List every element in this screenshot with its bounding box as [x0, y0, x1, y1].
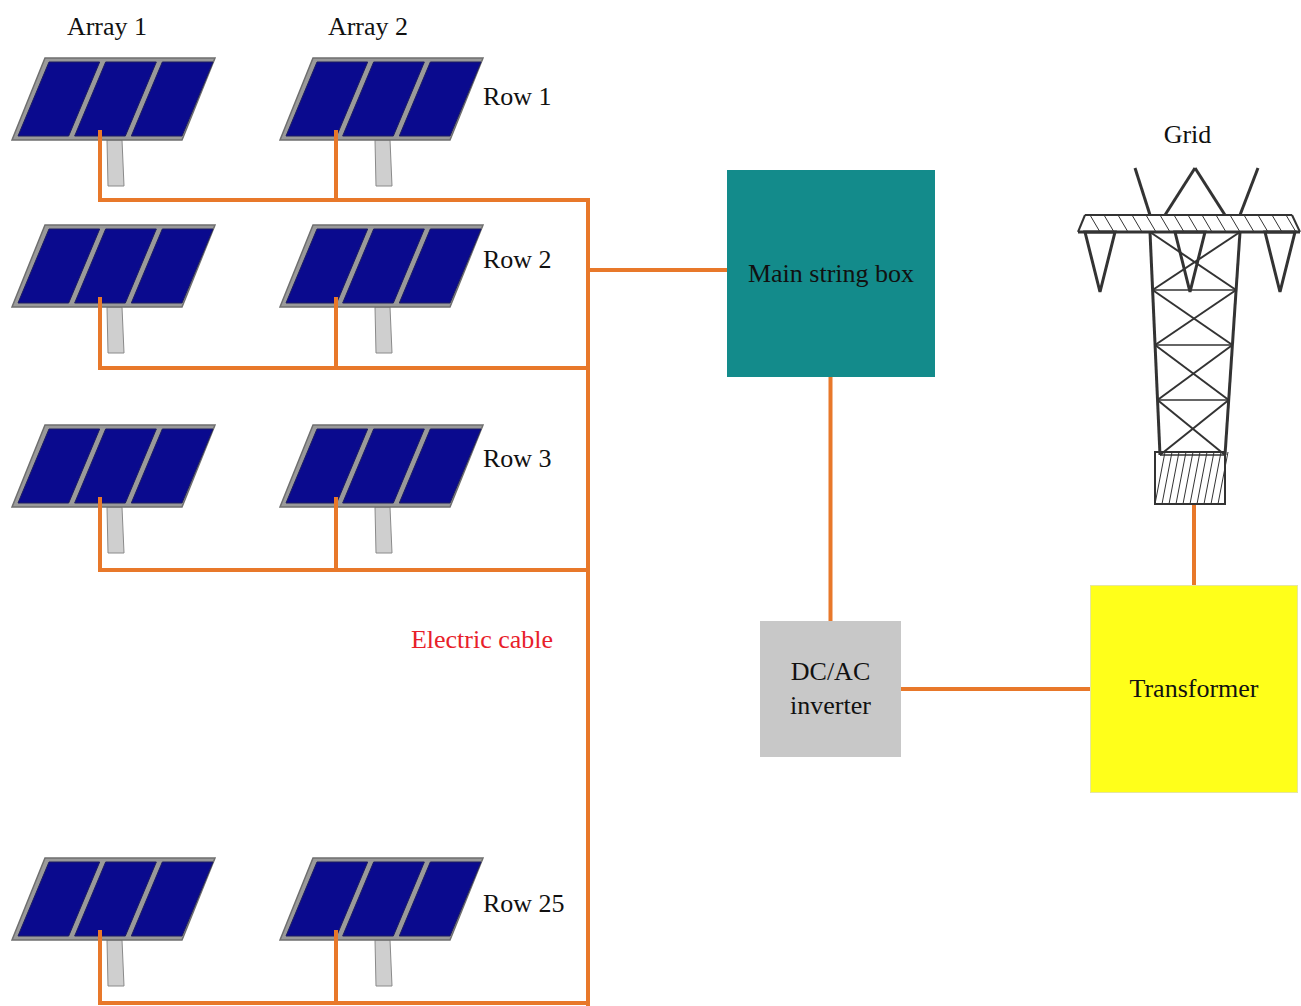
- panel-drop-cable: [98, 930, 102, 1003]
- panel-drop-cable: [334, 297, 338, 368]
- node-label: Grid: [1164, 118, 1212, 152]
- tower-member: [1155, 290, 1236, 345]
- panel-frame: [12, 225, 215, 307]
- panel-drop-cable: [334, 130, 338, 200]
- tower-member: [1158, 345, 1233, 400]
- panel-frame: [280, 425, 483, 507]
- panel-frame: [12, 425, 215, 507]
- tower-member: [1078, 215, 1085, 232]
- panel-frame: [12, 58, 215, 140]
- solar-cell-block: [399, 62, 481, 136]
- tower-member: [1158, 400, 1225, 455]
- tower-member: [1104, 215, 1114, 232]
- cable-label: Electric cable: [409, 624, 555, 655]
- tower-member: [1155, 345, 1229, 400]
- tower-member: [1272, 215, 1282, 232]
- panel-post: [107, 307, 124, 353]
- tower-member: [1146, 215, 1156, 232]
- panel-drop-cable: [98, 297, 102, 368]
- panel-frame: [280, 58, 483, 140]
- tower-member: [1155, 344, 1232, 346]
- tower-member: [1240, 168, 1258, 215]
- panel-post: [375, 140, 392, 186]
- tower-member: [1118, 215, 1128, 232]
- solar-cell-block: [399, 229, 481, 303]
- panel-frame: [280, 225, 483, 307]
- cable-connector: [1192, 505, 1196, 585]
- tower-member: [1153, 289, 1236, 291]
- tower-member: [1216, 215, 1226, 232]
- tower-member: [1218, 452, 1228, 504]
- panel-drop-cable: [98, 130, 102, 200]
- tower-member: [1153, 232, 1240, 290]
- tower-member: [1160, 400, 1229, 455]
- tower-member: [1188, 215, 1198, 232]
- row-label: Row 2: [483, 244, 552, 275]
- node-label: Transformer: [1129, 672, 1258, 706]
- solar-cell-block: [131, 229, 213, 303]
- panel-frame: [12, 858, 215, 940]
- tower-member: [1158, 399, 1229, 401]
- panel-post: [375, 507, 392, 553]
- tower-member: [1195, 168, 1225, 215]
- panel-post: [107, 940, 124, 986]
- panel-post: [375, 940, 392, 986]
- panel-group: [12, 58, 727, 1006]
- tower-member: [1286, 215, 1296, 232]
- insulator-triangle: [1085, 232, 1115, 292]
- tower-member: [1090, 215, 1100, 232]
- inverter-box: DC/AC inverter: [760, 621, 901, 757]
- insulator-triangle: [1175, 232, 1205, 292]
- grid-tower: Grid: [1075, 118, 1300, 505]
- tower-member: [1202, 215, 1212, 232]
- tower-member: [1230, 215, 1240, 232]
- tower-member: [1165, 168, 1195, 215]
- node-label: DC/AC inverter: [768, 655, 893, 723]
- tower-member: [1258, 215, 1268, 232]
- node-label: Main string box: [748, 257, 914, 291]
- array-label: Array 2: [328, 11, 408, 42]
- tower-member: [1153, 290, 1233, 345]
- tower-member: [1225, 232, 1240, 455]
- tower-member: [1132, 215, 1142, 232]
- row-label: Row 1: [483, 81, 552, 112]
- array-label: Array 1: [67, 11, 147, 42]
- tower-member: [1174, 215, 1184, 232]
- insulator-triangle: [1265, 232, 1295, 292]
- tower-member: [1160, 215, 1170, 232]
- tower-member: [1292, 215, 1300, 232]
- cable-connector: [901, 687, 1090, 691]
- panel-post: [375, 307, 392, 353]
- tower-member: [1244, 215, 1254, 232]
- tower-member: [1135, 168, 1150, 215]
- row-label: Row 25: [483, 888, 565, 919]
- row-cable: [98, 568, 590, 572]
- row-cable: [98, 366, 590, 370]
- row-cable: [98, 198, 590, 202]
- string-box: Main string box: [727, 170, 935, 377]
- row-label: Row 3: [483, 443, 552, 474]
- solar-cell-block: [399, 862, 481, 936]
- solar-cell-block: [399, 429, 481, 503]
- panel-drop-cable: [98, 497, 102, 570]
- cable-connector: [829, 377, 833, 621]
- panel-frame: [280, 858, 483, 940]
- row-cable: [98, 1001, 590, 1005]
- panel-post: [107, 140, 124, 186]
- tower-base: [1155, 452, 1225, 504]
- panel-drop-cable: [334, 497, 338, 570]
- feeder-cable: [588, 268, 727, 272]
- bus-cable: [586, 198, 590, 1006]
- tower-member: [1150, 232, 1236, 290]
- transmission-tower: [1078, 168, 1300, 504]
- solar-cell-block: [131, 62, 213, 136]
- transformer-box: Transformer: [1090, 585, 1298, 793]
- panel-post: [107, 507, 124, 553]
- solar-cell-block: [131, 429, 213, 503]
- solar-cell-block: [131, 862, 213, 936]
- panel-drop-cable: [334, 930, 338, 1003]
